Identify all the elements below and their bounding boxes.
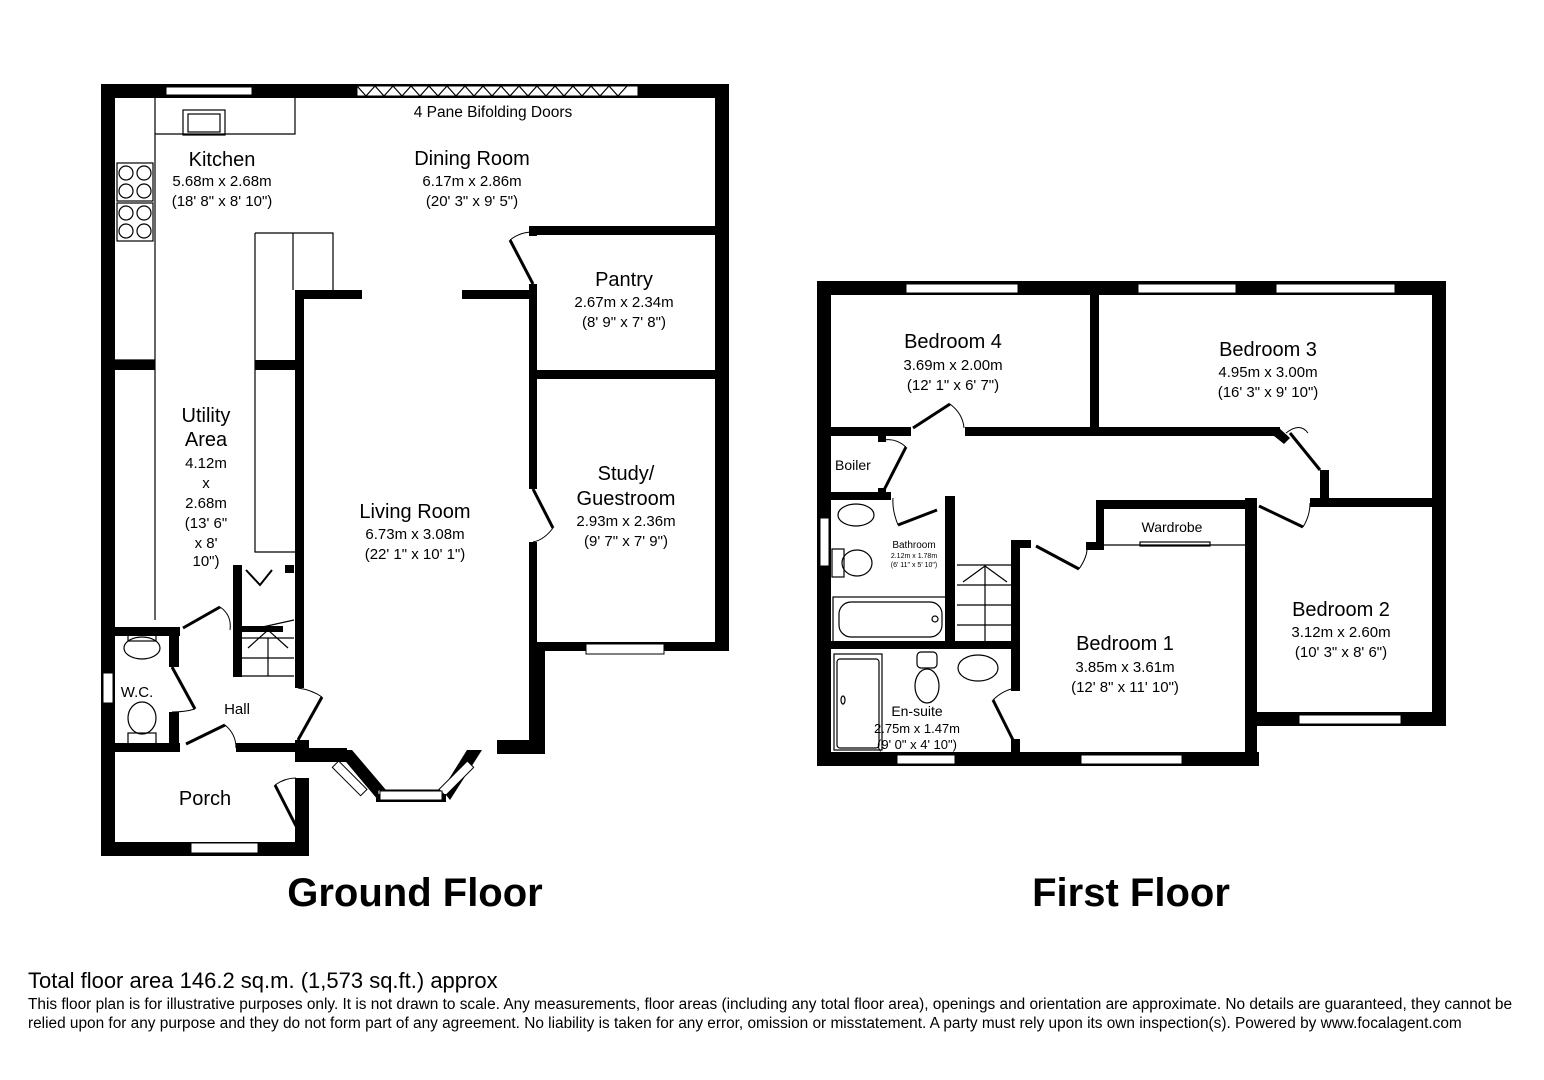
svg-text:Bedroom 1: Bedroom 1 (1076, 633, 1174, 655)
svg-text:2.68m: 2.68m (185, 495, 227, 512)
svg-text:2.93m x 2.36m: 2.93m x 2.36m (576, 513, 675, 530)
bedroom3-window-left (1137, 283, 1237, 294)
bay-window-right (438, 760, 475, 797)
svg-text:(10' 3" x 8' 6"): (10' 3" x 8' 6") (1295, 644, 1387, 661)
svg-text:Study/: Study/ (598, 463, 655, 485)
svg-text:Guestroom: Guestroom (577, 488, 676, 510)
room-utility: Utility Area 4.12m x 2.68m (13' 6" x 8' … (182, 405, 231, 570)
room-bedroom4: Bedroom 4 3.69m x 2.00m (12' 1" x 6' 7") (903, 331, 1002, 394)
total-floor-area: Total floor area 146.2 sq.m. (1,573 sq.f… (28, 968, 498, 993)
first-floor-plan: Bedroom 4 3.69m x 2.00m (12' 1" x 6' 7")… (817, 281, 1446, 915)
svg-text:(18' 8" x 8' 10"): (18' 8" x 8' 10") (172, 193, 273, 210)
svg-text:x: x (202, 475, 210, 492)
disclaimer-text: This floor plan is for illustrative purp… (28, 996, 1513, 1032)
svg-text:Bedroom 3: Bedroom 3 (1219, 339, 1317, 361)
svg-text:4.12m: 4.12m (185, 455, 227, 472)
svg-text:10"): 10") (192, 553, 219, 570)
svg-text:(13' 6": (13' 6" (185, 515, 227, 532)
svg-text:En-suite: En-suite (891, 703, 943, 719)
svg-text:3.12m x 2.60m: 3.12m x 2.60m (1291, 624, 1390, 641)
svg-text:2.12m x 1.78m: 2.12m x 1.78m (891, 553, 937, 560)
ensuite-window (896, 754, 956, 765)
room-bathroom: Bathroom 2.12m x 1.78m (6' 11" x 5' 10") (891, 540, 938, 569)
room-bedroom2: Bedroom 2 3.12m x 2.60m (10' 3" x 8' 6") (1291, 599, 1390, 661)
svg-text:3.85m x 3.61m: 3.85m x 3.61m (1075, 659, 1174, 676)
bedroom2-window (1298, 714, 1402, 725)
room-dining: Dining Room 6.17m x 2.86m (20' 3" x 9' 5… (414, 148, 530, 210)
svg-text:2.67m x 2.34m: 2.67m x 2.34m (574, 294, 673, 311)
bifold-doors-label: 4 Pane Bifolding Doors (414, 104, 573, 121)
room-wardrobe: Wardrobe (1142, 519, 1203, 535)
room-hall: Hall (224, 701, 250, 718)
bifold-doors (356, 85, 639, 97)
svg-text:(12' 8" x 11' 10"): (12' 8" x 11' 10") (1071, 679, 1179, 696)
svg-text:(16' 3" x 9' 10"): (16' 3" x 9' 10") (1218, 384, 1319, 401)
hob-icon (116, 162, 154, 242)
room-pantry: Pantry 2.67m x 2.34m (8' 9" x 7' 8") (574, 269, 673, 331)
room-living: Living Room 6.73m x 3.08m (22' 1" x 10' … (359, 501, 470, 563)
room-kitchen: Kitchen 5.68m x 2.68m (18' 8" x 8' 10") (172, 149, 273, 210)
svg-text:x 8': x 8' (195, 535, 218, 552)
room-boiler: Boiler (835, 457, 871, 473)
svg-text:Living Room: Living Room (359, 501, 470, 523)
svg-text:Utility: Utility (182, 405, 231, 427)
svg-text:Bedroom 4: Bedroom 4 (904, 331, 1002, 353)
svg-text:(6' 11" x 5' 10"): (6' 11" x 5' 10") (891, 562, 937, 569)
wc-window (102, 672, 114, 704)
room-porch: Porch (179, 788, 231, 810)
svg-text:5.68m x 2.68m: 5.68m x 2.68m (172, 173, 271, 190)
footer: Total floor area 146.2 sq.m. (1,573 sq.f… (28, 968, 1528, 1033)
study-window (585, 643, 665, 655)
svg-text:(9' 7" x 7' 9"): (9' 7" x 7' 9") (584, 533, 668, 550)
svg-text:Kitchen: Kitchen (189, 149, 256, 171)
svg-text:(12' 1" x 6' 7"): (12' 1" x 6' 7") (907, 377, 999, 394)
svg-text:Bathroom: Bathroom (892, 540, 935, 551)
svg-text:2.75m x 1.47m: 2.75m x 1.47m (874, 721, 960, 736)
svg-text:Bedroom 2: Bedroom 2 (1292, 599, 1390, 621)
svg-text:3.69m x 2.00m: 3.69m x 2.00m (903, 357, 1002, 374)
svg-text:6.73m x 3.08m: 6.73m x 3.08m (365, 526, 464, 543)
svg-text:Dining Room: Dining Room (414, 148, 530, 170)
room-ensuite: En-suite 2.75m x 1.47m (9' 0" x 4' 10") (874, 703, 960, 752)
room-bedroom3: Bedroom 3 4.95m x 3.00m (16' 3" x 9' 10"… (1218, 339, 1319, 401)
porch-window (190, 842, 259, 854)
ground-floor-plan: 4 Pane Bifolding Doors Kitchen 5.68m x 2… (101, 84, 729, 915)
svg-text:Pantry: Pantry (595, 269, 653, 291)
room-wc: W.C. (121, 684, 154, 701)
bedroom1-window (1080, 754, 1183, 765)
bathroom-window (819, 517, 830, 567)
first-floor-title: First Floor (1032, 871, 1230, 915)
svg-text:(20' 3" x 9' 5"): (20' 3" x 9' 5") (426, 193, 518, 210)
ground-floor-title: Ground Floor (287, 871, 543, 915)
svg-text:(8' 9" x 7' 8"): (8' 9" x 7' 8") (582, 314, 666, 331)
svg-text:(9' 0" x 4' 10"): (9' 0" x 4' 10") (877, 737, 957, 752)
svg-text:4.95m x 3.00m: 4.95m x 3.00m (1218, 364, 1317, 381)
svg-text:Area: Area (185, 429, 228, 451)
room-study: Study/ Guestroom 2.93m x 2.36m (9' 7" x … (576, 463, 675, 550)
room-bedroom1: Bedroom 1 3.85m x 3.61m (12' 8" x 11' 10… (1071, 633, 1179, 696)
kitchen-window (165, 86, 253, 96)
bedroom4-window (905, 283, 1019, 294)
bedroom3-window-right (1275, 283, 1396, 294)
svg-text:6.17m x 2.86m: 6.17m x 2.86m (422, 173, 521, 190)
svg-text:(22' 1" x 10' 1"): (22' 1" x 10' 1") (365, 546, 466, 563)
bay-window-left (331, 760, 368, 797)
